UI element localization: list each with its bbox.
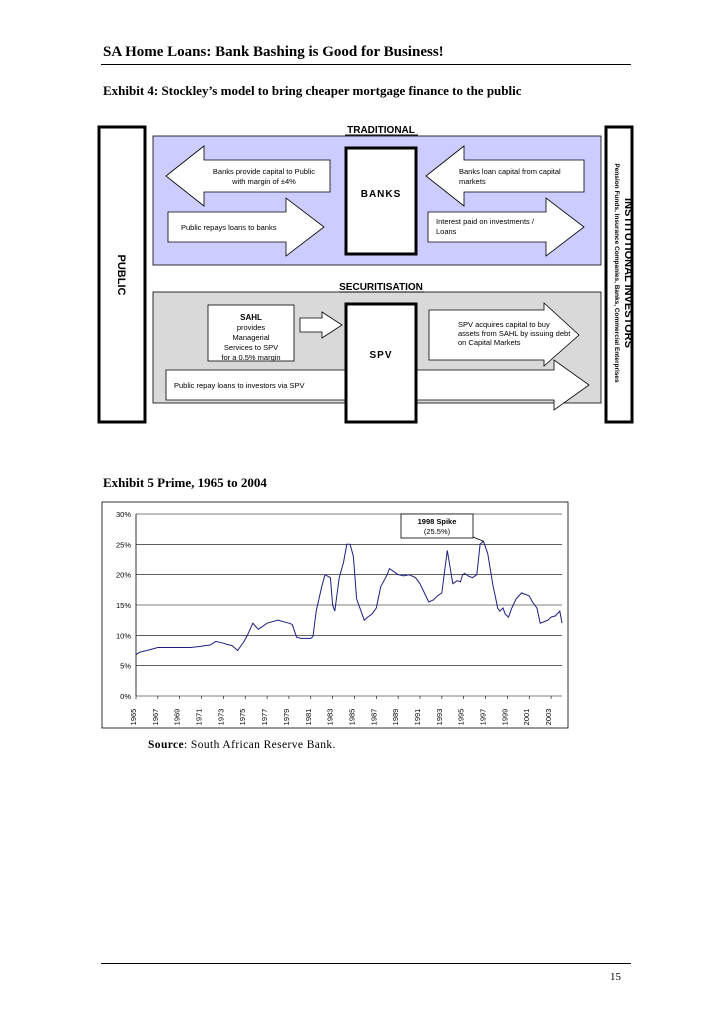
arrow-spv-acquires-capital: [428, 302, 580, 367]
page-number: 15: [610, 971, 621, 983]
spv-text-1: SPV acquires capital to buy: [458, 320, 550, 329]
x-tick-label: 1969: [173, 709, 182, 726]
spv-text-3: on Capital Markets: [458, 338, 521, 347]
x-tick-label: 1981: [304, 709, 313, 726]
x-tick-label: 1979: [282, 709, 291, 726]
arrow-capital-to-public: [165, 145, 331, 207]
x-tick-label: 1973: [216, 709, 225, 726]
x-tick-label: 1965: [129, 709, 138, 726]
arrow-loan-text-1: Banks loan capital from capital: [459, 167, 561, 176]
securitisation-heading: SECURITISATION: [339, 282, 423, 293]
banks-label: BANKS: [361, 189, 402, 200]
annotation-text-1: 1998 Spike: [418, 517, 457, 526]
x-tick-label: 1993: [435, 709, 444, 726]
x-tick-label: 1975: [238, 709, 247, 726]
arrow-interest-text-2: Loans: [436, 227, 457, 236]
arrow-public-repays: [167, 197, 325, 257]
arrow-capital-text-1: Banks provide capital to Public: [213, 167, 315, 176]
x-tick-label: 1987: [369, 709, 378, 726]
arrow-interest-text-1: Interest paid on investments /: [436, 217, 535, 226]
chart-frame: [101, 501, 569, 729]
arrow-loan-text-2: markets: [459, 177, 486, 186]
exhibit-4-title: Exhibit 4: Stockley’s model to bring che…: [103, 83, 522, 98]
spike-annotation: 1998 Spike (25.5%): [400, 513, 484, 542]
x-tick-label: 1977: [260, 709, 269, 726]
y-tick-label: 10%: [116, 631, 131, 640]
y-tick-label: 30%: [116, 510, 131, 519]
sahl-text-4: Services to SPV: [224, 343, 278, 352]
source-note: Source: South African Reserve Bank.: [148, 739, 336, 751]
sahl-text-5: for a 0.5% margin: [221, 353, 280, 362]
traditional-heading: TRADITIONAL: [347, 125, 415, 136]
spv-box: [344, 302, 418, 424]
exhibit-4-diagram: PUBLIC INSTITUTIONAL INVESTORS Pension F…: [97, 125, 634, 424]
x-tick-label: 1989: [391, 709, 400, 726]
x-axis-ticks: 1965 1967 1969 1971 1973 1975 1977 1979 1981 1983…: [129, 696, 553, 725]
x-tick-label: 1983: [326, 709, 335, 726]
y-tick-label: 20%: [116, 571, 131, 580]
repay-investors-text: Public repay loans to investors via SPV: [174, 381, 304, 390]
prime-rate-line: [135, 540, 563, 656]
y-tick-label: 5%: [120, 662, 131, 671]
y-tick-label: 15%: [116, 601, 131, 610]
x-tick-label: 2001: [522, 709, 531, 726]
annotation-leader: [472, 536, 484, 542]
x-tick-label: 1971: [195, 709, 204, 726]
arrow-capital-text-2: with margin of ±4%: [231, 177, 296, 186]
exhibit-5-title: Exhibit 5 Prime, 1965 to 2004: [103, 475, 267, 490]
spv-label: SPV: [369, 350, 392, 361]
y-axis-ticks: 0% 5% 10% 15% 20% 25% 30%: [116, 510, 131, 701]
arrow-interest-paid: [427, 197, 585, 257]
document-header: SA Home Loans: Bank Bashing is Good for …: [103, 44, 444, 60]
public-box: [97, 125, 147, 424]
y-tick-label: 25%: [116, 540, 131, 549]
x-tick-label: 1999: [500, 709, 509, 726]
annotation-box: [400, 513, 474, 539]
source-text: : South African Reserve Bank.: [184, 739, 336, 751]
header-rule: [101, 64, 631, 65]
annotation-text-2: (25.5%): [424, 527, 451, 536]
x-tick-label: 1995: [457, 709, 466, 726]
arrow-banks-loan-capital: [425, 145, 585, 207]
spv-text-2: assets from SAHL by issuing debt: [458, 329, 571, 338]
x-tick-label: 2003: [544, 709, 553, 726]
y-tick-label: 0%: [120, 692, 131, 701]
investors-subtitle: Pension Funds, Insurance Companies, Bank…: [613, 163, 620, 383]
banks-box: [344, 146, 418, 256]
sahl-text-2: provides: [237, 323, 266, 332]
prime-rate-chart: 0% 5% 10% 15% 20% 25% 30% 1965 1967 1969 1971 1973…: [101, 501, 569, 729]
investors-title: INSTITUTIONAL INVESTORS: [622, 198, 634, 348]
sahl-text-3: Managerial: [232, 333, 269, 342]
footer-rule: [101, 963, 631, 964]
x-tick-label: 1997: [479, 709, 488, 726]
source-label: Source: [148, 739, 185, 751]
sahl-text-1: SAHL: [240, 313, 262, 322]
x-tick-label: 1967: [151, 709, 160, 726]
x-tick-label: 1985: [347, 709, 356, 726]
arrow-sahl-to-spv: [299, 311, 343, 339]
sahl-box: [207, 304, 295, 362]
investors-box: [604, 125, 634, 424]
arrow-repay-text: Public repays loans to banks: [181, 223, 277, 232]
x-tick-label: 1991: [413, 709, 422, 726]
public-label: PUBLIC: [115, 255, 127, 296]
